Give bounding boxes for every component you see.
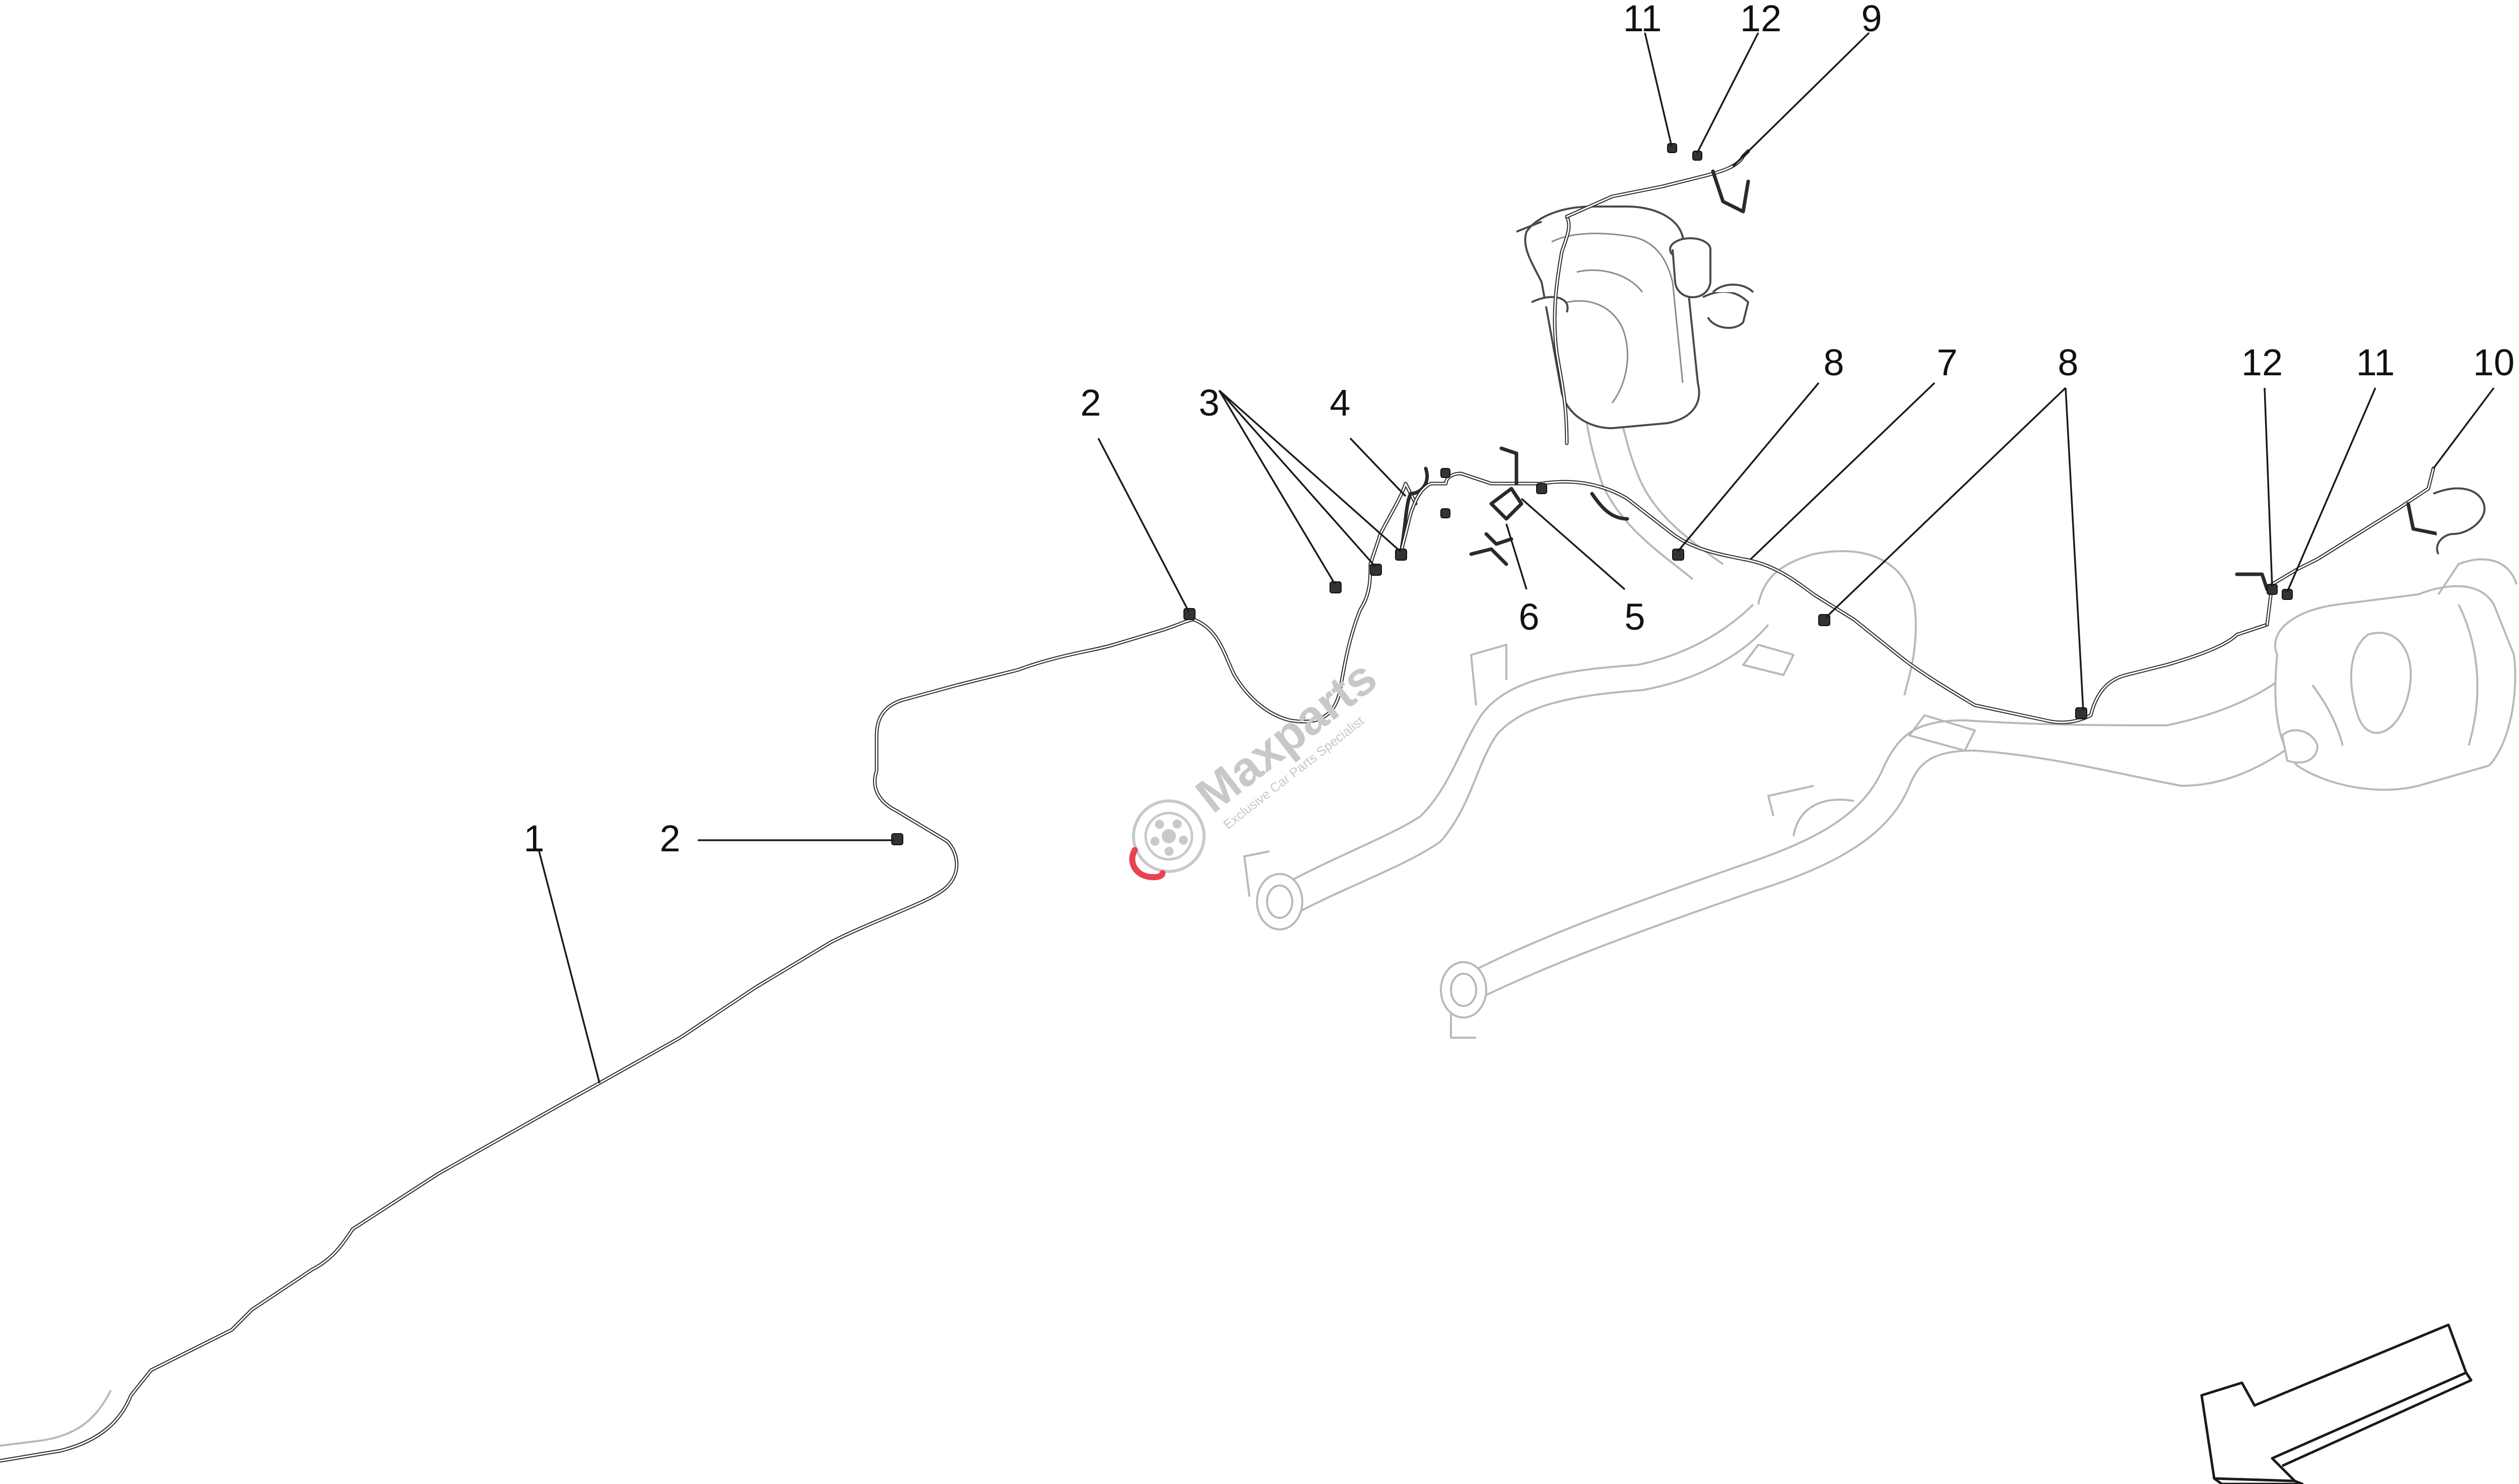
callout-2: 2 bbox=[1080, 382, 1101, 424]
clip-valve-a bbox=[1536, 483, 1547, 494]
callout-8: 8 bbox=[2058, 342, 2078, 383]
clip-11-top bbox=[1667, 143, 1677, 153]
wheel-logo-icon bbox=[1129, 799, 1206, 881]
callout-5: 5 bbox=[1624, 596, 1645, 638]
clip-11-right bbox=[2282, 589, 2293, 600]
clip-8-left bbox=[1672, 549, 1684, 561]
callout-9: 9 bbox=[1861, 0, 1882, 39]
arrow-down-left-icon bbox=[2200, 1323, 2473, 1484]
callout-labels: 1 2 2 3 4 5 6 7 8 8 9 10 11 11 12 12 bbox=[523, 0, 2514, 859]
clip-2-top bbox=[1183, 608, 1196, 620]
clip-3-left bbox=[1330, 581, 1342, 593]
leader-lines bbox=[538, 32, 2495, 1084]
clip-valve-b bbox=[1440, 468, 1450, 478]
callout-2: 2 bbox=[659, 818, 680, 859]
watermark: Maxparts Exclusive Car Parts Specialist bbox=[1129, 650, 1386, 881]
callout-12: 12 bbox=[1740, 0, 1781, 39]
callout-3: 3 bbox=[1199, 382, 1219, 424]
clip-3-upper bbox=[1395, 549, 1407, 561]
clip-8-right bbox=[2075, 707, 2087, 719]
callout-10: 10 bbox=[2473, 342, 2514, 383]
callout-8: 8 bbox=[1823, 342, 1844, 383]
carbon-canister-tank bbox=[1516, 206, 1754, 429]
callout-6: 6 bbox=[1518, 596, 1539, 638]
callout-1: 1 bbox=[523, 818, 544, 859]
callout-11: 11 bbox=[1623, 0, 1662, 39]
callout-12: 12 bbox=[2241, 342, 2283, 383]
pipe-clips bbox=[891, 143, 2293, 845]
clip-3-right bbox=[1370, 564, 1382, 576]
clip-valve-c bbox=[1440, 508, 1450, 518]
callout-11: 11 bbox=[2356, 342, 2395, 383]
callout-4: 4 bbox=[1330, 382, 1350, 424]
exhaust-system bbox=[1243, 382, 2517, 1039]
callout-7: 7 bbox=[1937, 342, 1957, 383]
clip-2-bottom bbox=[891, 833, 903, 845]
watermark-brand: Maxparts bbox=[1186, 650, 1386, 823]
